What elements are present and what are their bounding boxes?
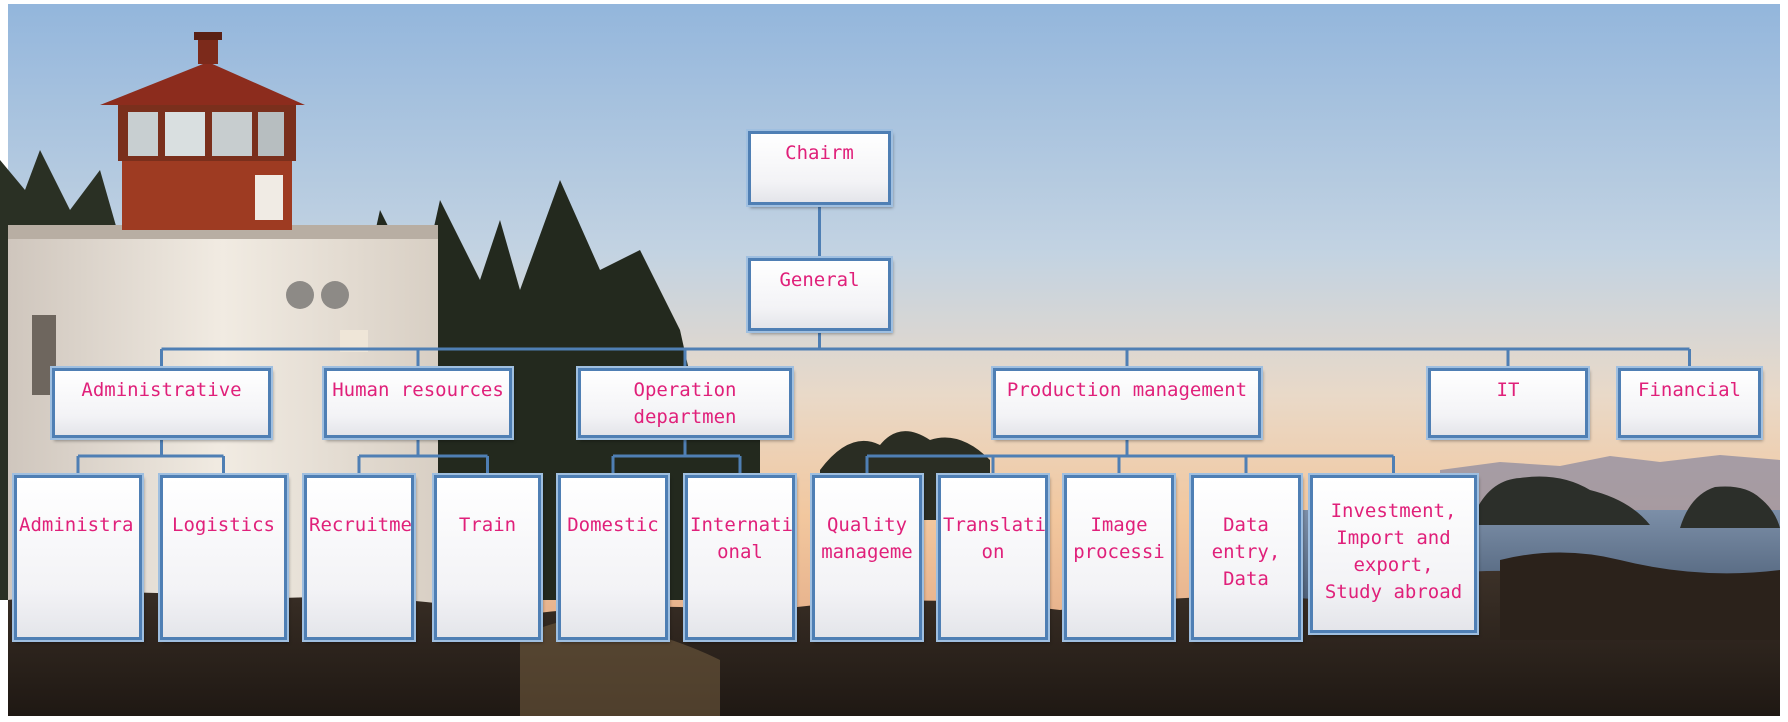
node-financial: Financial <box>1618 368 1761 438</box>
node-quality-management: Quality manageme <box>812 475 922 640</box>
horn-right <box>321 281 349 309</box>
node-general: General <box>748 258 891 331</box>
node-administrative: Administrative <box>52 368 271 438</box>
node-domestic: Domestic <box>558 475 668 640</box>
node-data-entry: Data entry, Data <box>1191 475 1301 640</box>
node-train: Train <box>434 475 541 640</box>
connector-lines <box>76 205 1691 475</box>
node-logistics: Logistics <box>160 475 287 640</box>
island-right <box>1680 486 1780 528</box>
horn-left <box>286 281 314 309</box>
node-international: Internati onal <box>685 475 795 640</box>
node-investment-import-export: Investment, Import and export, Study abr… <box>1310 475 1477 633</box>
node-it: IT <box>1428 368 1588 438</box>
node-operation-department: Operation departmen <box>578 368 792 438</box>
node-image-processing: Image processi <box>1064 475 1174 640</box>
node-chairman: Chairm <box>748 131 891 205</box>
node-recruitment: Recruitme <box>304 475 414 640</box>
node-translation: Translati on <box>938 475 1048 640</box>
node-production-management: Production management <box>993 368 1261 438</box>
island-left <box>1470 476 1650 525</box>
node-human-resources: Human resources <box>324 368 512 438</box>
lighthouse-roof <box>100 62 305 105</box>
node-administration: Administra <box>14 475 142 640</box>
